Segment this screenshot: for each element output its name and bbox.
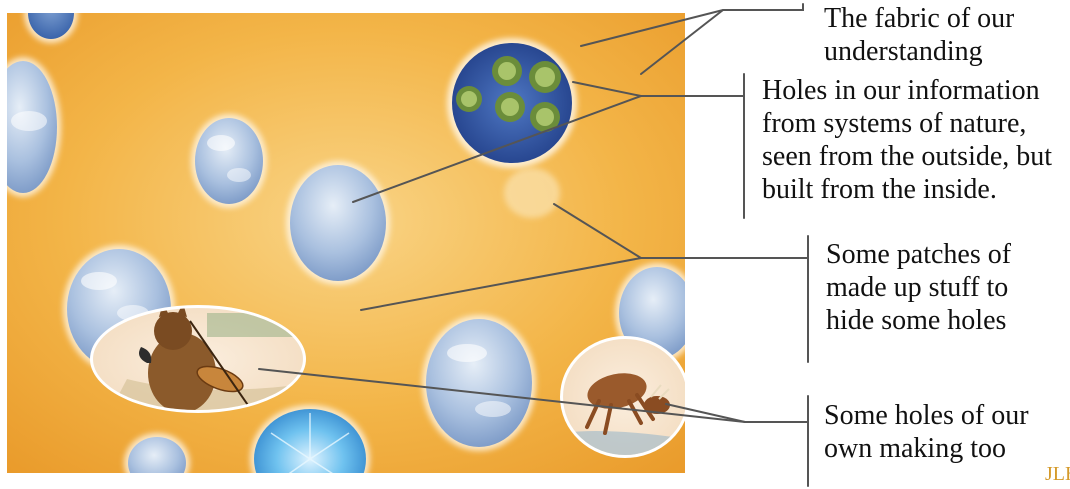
green-cell xyxy=(492,56,522,86)
caption-holes-of-our-own-making: Some holes of our own making too xyxy=(824,399,1029,465)
caption-patches-of-made-up-stuff: Some patches of made up stuff to hide so… xyxy=(826,238,1011,337)
caption-holes-in-information: Holes in our information from systems of… xyxy=(762,74,1070,206)
fabric-illustration xyxy=(7,13,685,473)
cat-head xyxy=(154,312,192,350)
caption-fabric-of-understanding: The fabric of our understanding xyxy=(824,2,1014,68)
green-cell xyxy=(530,102,560,132)
sky-hole xyxy=(422,315,536,451)
faint-light-spot xyxy=(504,168,560,218)
green-cell xyxy=(456,86,482,112)
green-cell xyxy=(495,92,525,122)
author-signature: JLH xyxy=(1045,463,1070,485)
green-cells-hole xyxy=(447,38,577,168)
sky-hole xyxy=(286,161,390,285)
green-cell xyxy=(529,61,561,93)
sky-hole xyxy=(191,114,267,208)
own-holes-leader-line xyxy=(666,404,808,422)
